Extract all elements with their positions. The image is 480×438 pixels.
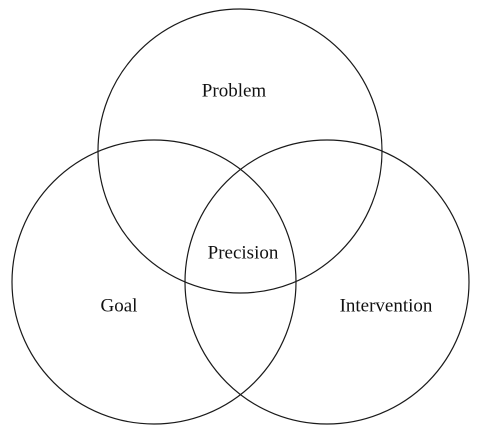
goal-label: Goal bbox=[101, 295, 138, 316]
intervention-label: Intervention bbox=[340, 295, 433, 316]
intervention-circle bbox=[184, 139, 470, 425]
goal-circle bbox=[11, 139, 297, 425]
problem-label: Problem bbox=[202, 80, 267, 101]
precision-label: Precision bbox=[208, 242, 279, 263]
